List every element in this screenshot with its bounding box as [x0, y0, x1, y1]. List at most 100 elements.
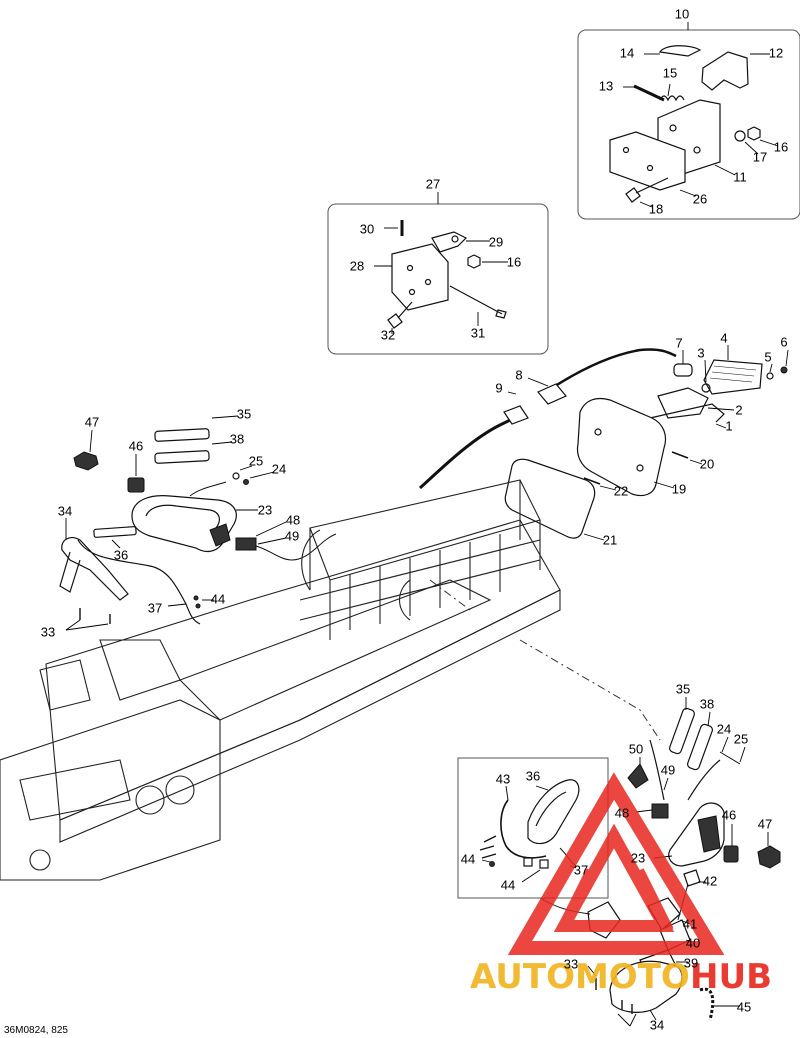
nut-16: [747, 126, 761, 141]
callout-c48b: 48: [615, 805, 629, 820]
callout-c8: 8: [515, 367, 522, 382]
callout-c40: 40: [686, 935, 700, 950]
grab-handle-34: [61, 537, 129, 601]
callout-c49b: 49: [661, 762, 675, 777]
callout-c4: 4: [720, 330, 727, 345]
callout-c34a: 34: [58, 503, 72, 518]
callout-c21: 21: [603, 532, 617, 547]
knob-47-b: [757, 845, 781, 869]
pad-35-b: [669, 707, 695, 755]
connector-48-a: [235, 537, 257, 551]
callout-c44c: 44: [501, 877, 515, 892]
callout-c34b: 34: [650, 1017, 664, 1032]
callout-c36b: 36: [526, 768, 540, 783]
pad-38: [154, 450, 210, 464]
watermark-brand-left: AUTOMOTO: [470, 957, 690, 997]
callout-c5: 5: [764, 349, 771, 364]
cotter-pin-14: [659, 45, 702, 57]
callout-c44a: 44: [211, 591, 225, 606]
knob-47: [73, 451, 99, 471]
watermark-triangle-outer: [507, 772, 725, 955]
screw-20: [671, 451, 689, 459]
callout-c10: 10: [675, 6, 689, 21]
lens-4: [703, 359, 763, 395]
pad-35: [154, 428, 210, 442]
callout-c33b: 33: [564, 956, 578, 971]
callout-c46b: 46: [722, 807, 736, 822]
long-bolt-31: [449, 285, 507, 319]
callout-c22: 22: [614, 483, 628, 498]
wire-37: [77, 539, 201, 625]
callout-c28: 28: [350, 258, 364, 273]
callout-c25a: 25: [249, 453, 263, 468]
spring-15: [659, 95, 685, 102]
callout-c7: 7: [675, 335, 682, 350]
callout-c26: 26: [693, 191, 707, 206]
rubber-pad-26: [609, 131, 686, 191]
callout-c1: 1: [725, 418, 732, 433]
callout-c38a: 38: [230, 431, 244, 446]
chassis-frame: [0, 479, 661, 881]
bulb-3: [701, 383, 711, 393]
callout-c17: 17: [753, 149, 767, 164]
callout-c9: 9: [495, 380, 502, 395]
callout-c43: 43: [496, 771, 510, 786]
screw-6: [780, 366, 788, 374]
callout-c39: 39: [684, 955, 698, 970]
callout-c47a: 47: [85, 414, 99, 429]
screw-22: [583, 477, 601, 485]
watermark-logo: [507, 772, 725, 955]
callout-c12: 12: [769, 45, 783, 60]
latch-46: [127, 477, 145, 493]
pad-38-b: [687, 723, 713, 771]
callout-c50: 50: [629, 741, 643, 756]
left-handle-assembly: [59, 415, 337, 631]
callout-c48a: 48: [286, 512, 300, 527]
latch-46-b: [723, 845, 739, 863]
right-handle-assembly: [539, 697, 781, 1027]
callout-c42: 42: [703, 873, 717, 888]
callout-c38b: 38: [700, 696, 714, 711]
callout-c37a: 37: [148, 600, 162, 615]
back-plate-19: [576, 397, 667, 497]
callout-c20: 20: [700, 456, 714, 471]
callout-c44b: 44: [461, 851, 475, 866]
wire-harness-8: [418, 409, 522, 490]
callout-c27: 27: [426, 176, 440, 191]
callout-c30: 30: [360, 221, 374, 236]
callout-c11: 11: [733, 169, 747, 184]
washer-17: [734, 130, 746, 142]
grab-handle-34-b: [609, 960, 683, 1013]
inset-box-43: [457, 757, 609, 899]
washer-5: [766, 372, 774, 380]
nut-24-a: [243, 479, 249, 485]
pad-36: [93, 526, 137, 538]
watermark-triangle-inner: [553, 823, 675, 932]
callout-c23b: 23: [631, 850, 645, 865]
callout-c45: 45: [737, 999, 751, 1014]
callout-c32: 32: [381, 327, 395, 342]
callout-c36a: 36: [114, 547, 128, 562]
callout-c16a: 16: [774, 139, 788, 154]
bolt-18: [625, 177, 669, 203]
callout-c2: 2: [735, 402, 742, 417]
callout-c29: 29: [489, 234, 503, 249]
socket-housing-2: [657, 387, 709, 419]
tail-light-assembly: [418, 345, 789, 541]
inset-box-10: [577, 22, 800, 220]
callout-c15: 15: [663, 65, 677, 80]
callout-c33a: 33: [41, 624, 55, 639]
callout-c46a: 46: [129, 438, 143, 453]
inset-box-27: [327, 192, 549, 355]
callout-c47b: 47: [758, 816, 772, 831]
callout-c14: 14: [620, 45, 634, 60]
callout-c16b: 16: [507, 254, 521, 269]
callout-c24a: 24: [272, 461, 286, 476]
drawing-code: 36M0824, 825: [4, 1025, 68, 1036]
bolt-32: [387, 301, 413, 329]
strap-45: [699, 987, 715, 1021]
nut-16-b: [467, 254, 481, 269]
callout-c35b: 35: [676, 681, 690, 696]
